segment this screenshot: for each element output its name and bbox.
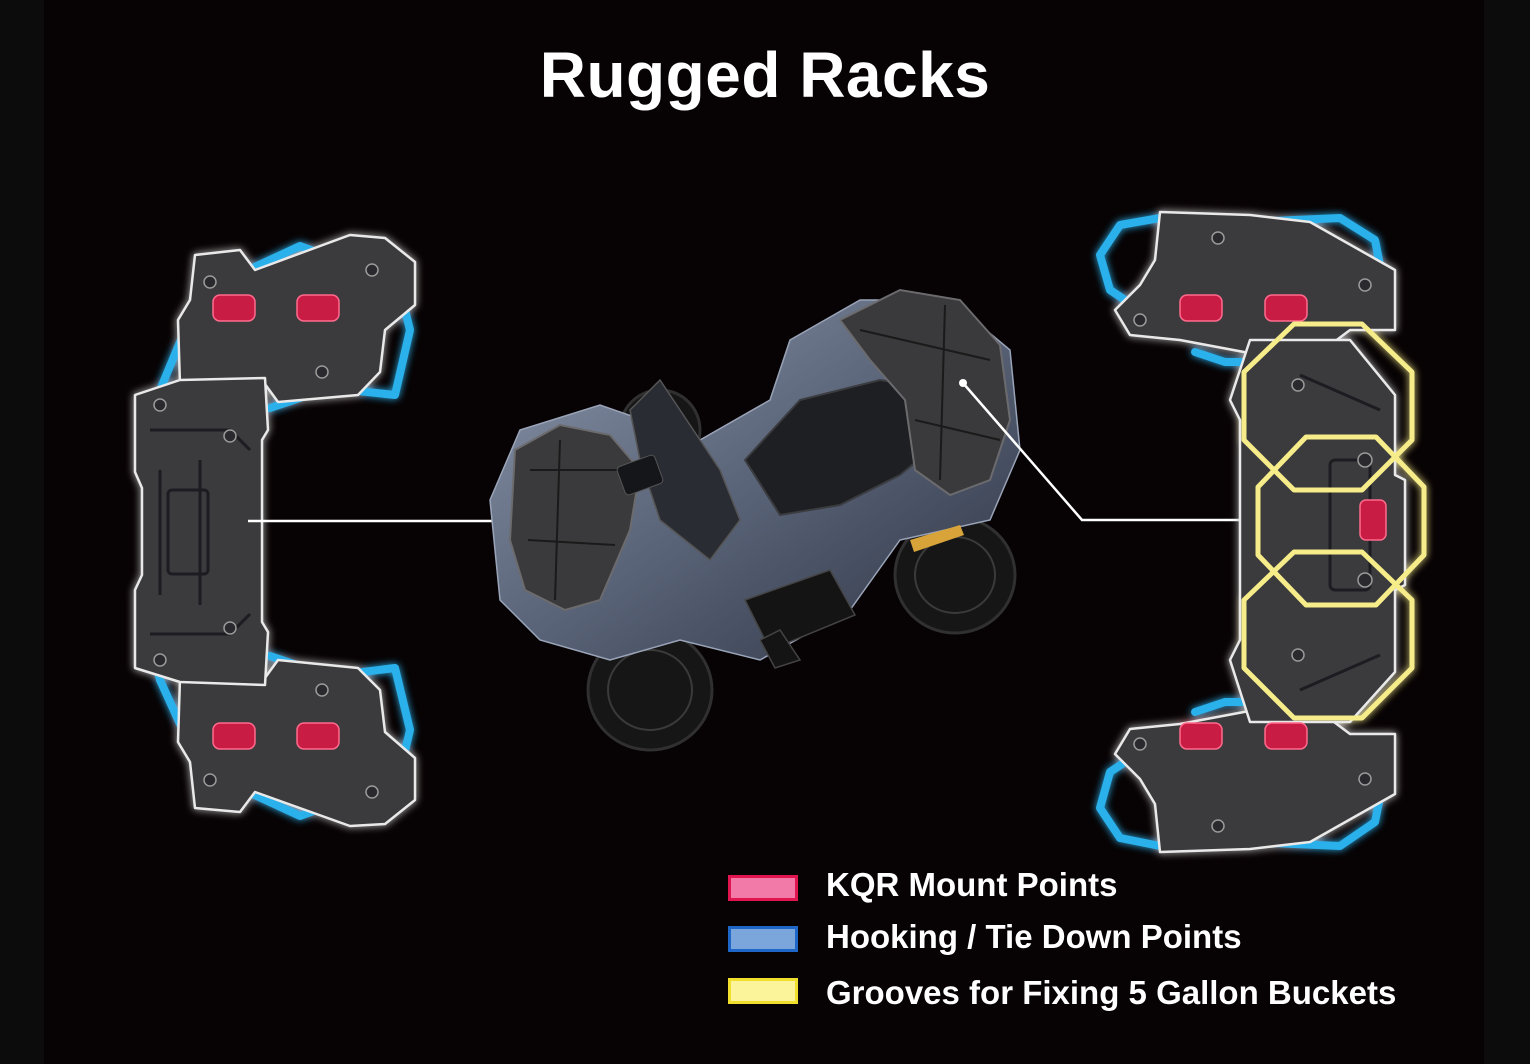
legend-item-hook: Hooking / Tie Down Points [728,918,1448,960]
legend-swatch-kqr [728,875,798,901]
front-rack-illustration [133,233,417,828]
legend-item-groove: Grooves for Fixing 5 Gallon Buckets [728,974,1448,1016]
legend-label-hook: Hooking / Tie Down Points [826,918,1242,955]
legend-label-kqr: KQR Mount Points [826,866,1118,903]
page-title: Rugged Racks [539,39,991,111]
front-rack-body [133,233,417,828]
front-rack-kqr-points [212,294,340,750]
rear-rack-bucket-grooves [1241,321,1427,721]
rear-rack-illustration [1096,210,1427,854]
rear-rack-callout-line [962,382,1245,522]
atv-top-view-illustration [489,288,1021,752]
legend-item-kqr: KQR Mount Points [728,866,1448,908]
legend-swatch-hook [728,926,798,952]
legend-label-groove: Grooves for Fixing 5 Gallon Buckets [826,974,1397,1011]
rear-rack-kqr-points [1179,294,1387,750]
legend-swatch-groove [728,978,798,1004]
